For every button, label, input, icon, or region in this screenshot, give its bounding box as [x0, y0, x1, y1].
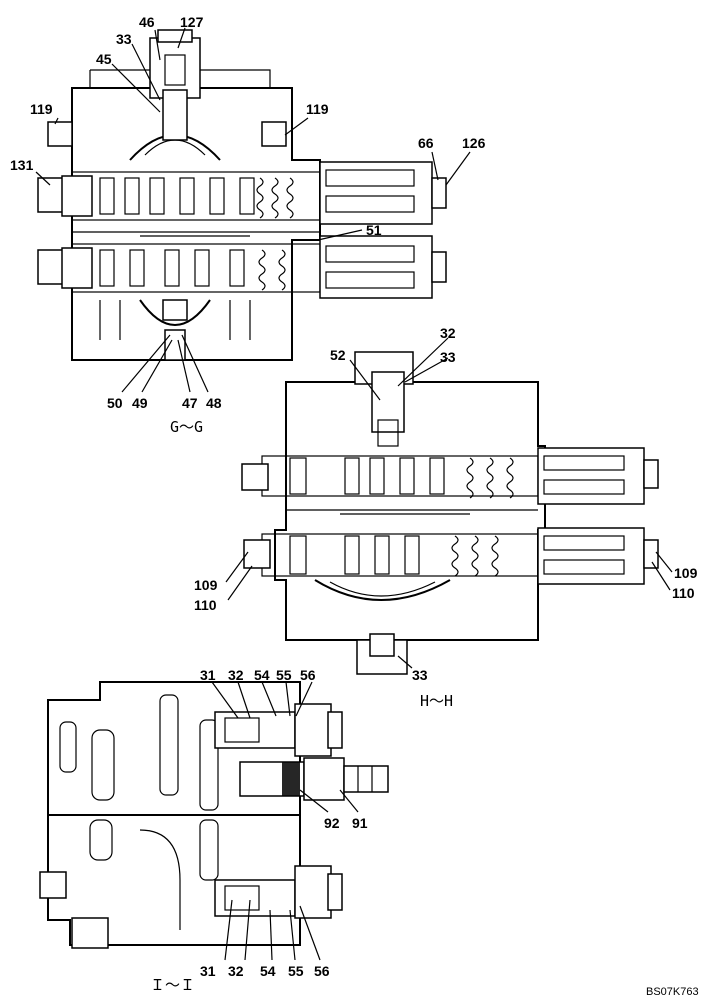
part-number-56-bottom: 56 [314, 963, 330, 979]
part-number-126: 126 [462, 135, 486, 151]
part-number-131: 131 [10, 157, 34, 173]
part-number-45: 45 [96, 51, 112, 67]
part-number-47: 47 [182, 395, 198, 411]
part-number-119-right: 119 [306, 101, 329, 117]
part-number-109-right: 109 [674, 565, 698, 581]
part-number-52: 52 [330, 347, 346, 363]
part-number-55-top: 55 [276, 667, 292, 683]
part-number-33: 33 [116, 31, 132, 47]
part-number-32-bottom: 32 [228, 963, 244, 979]
part-number-31-bottom: 31 [200, 963, 216, 979]
part-number-51: 51 [366, 222, 382, 238]
section-gg-labels: 46 127 33 45 119 119 131 66 126 51 50 49… [10, 14, 486, 436]
part-number-56-top: 56 [300, 667, 316, 683]
part-number-110-left: 110 [194, 597, 217, 613]
section-ii-drawing [39, 681, 389, 949]
section-hh-labels: 32 52 33 109 110 109 110 33 H～H [194, 325, 698, 710]
part-number-110-right: 110 [672, 585, 695, 601]
section-gg-drawing [37, 29, 447, 361]
drawing-code: BS07K763 [646, 986, 699, 998]
part-number-32: 32 [440, 325, 456, 341]
part-number-49: 49 [132, 395, 148, 411]
section-hh-title: H～H [420, 692, 453, 710]
part-number-33-bottom: 33 [412, 667, 428, 683]
part-number-33-top: 33 [440, 349, 456, 365]
part-number-55-bottom: 55 [288, 963, 304, 979]
part-number-127: 127 [180, 14, 204, 30]
section-gg-title: G～G [170, 418, 203, 436]
part-number-32-top: 32 [228, 667, 244, 683]
part-number-48: 48 [206, 395, 222, 411]
part-number-50: 50 [107, 395, 123, 411]
section-hh-drawing [241, 351, 659, 675]
section-ii-title: Ｉ～Ｉ [150, 976, 195, 994]
part-number-66: 66 [418, 135, 434, 151]
part-number-91: 91 [352, 815, 368, 831]
part-number-31-top: 31 [200, 667, 216, 683]
leader-lines [35, 27, 673, 961]
part-number-92: 92 [324, 815, 340, 831]
section-ii-labels: 31 32 54 55 56 92 91 31 32 54 55 56 Ｉ～Ｉ [150, 667, 368, 994]
part-number-54-top: 54 [254, 667, 270, 683]
part-number-46: 46 [139, 14, 155, 30]
part-number-54-bottom: 54 [260, 963, 276, 979]
part-number-109-left: 109 [194, 577, 218, 593]
part-number-119-left: 119 [30, 101, 53, 117]
